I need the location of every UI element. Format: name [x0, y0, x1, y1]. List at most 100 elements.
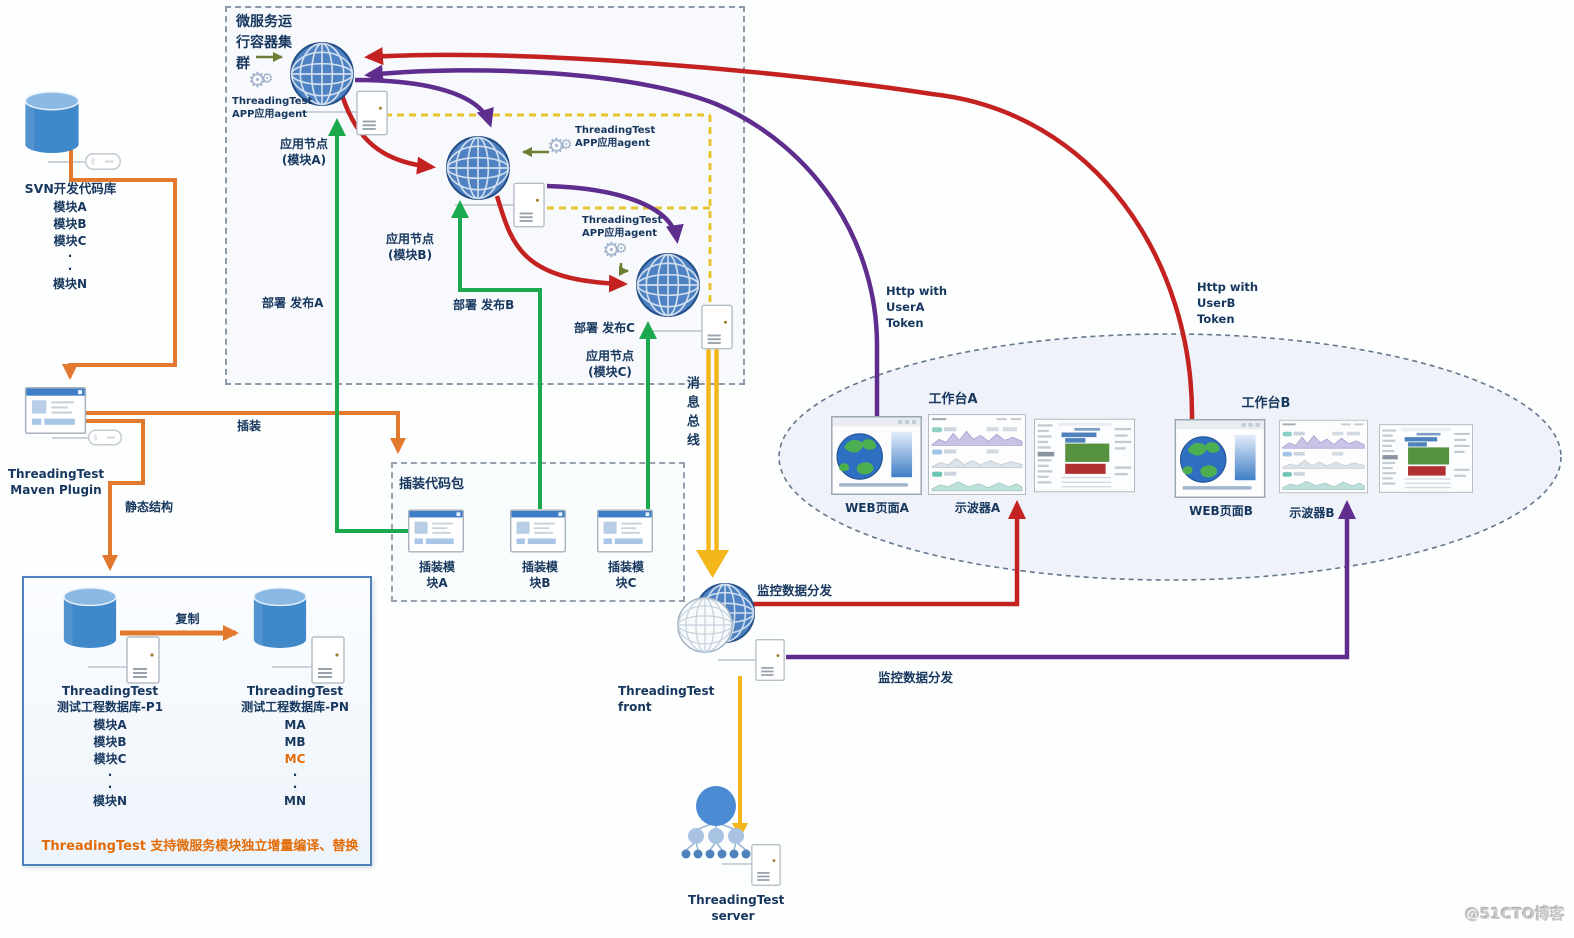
- node-a-label-1: 应用节点: [279, 137, 328, 151]
- deploy-b-arrow: [451, 200, 542, 509]
- workbench-ellipse: [778, 333, 1562, 581]
- pkg-item-b-1: 插装模: [521, 560, 558, 574]
- db-pn-title-1: ThreadingTest: [246, 684, 344, 698]
- web-page-a-window: [831, 416, 922, 495]
- web-page-a-label: WEB页面A: [845, 501, 909, 515]
- db-box-note: ThreadingTest 支持微服务模块独立增量编译、替换: [41, 839, 359, 854]
- pkg-item-c-2: 块C: [615, 576, 637, 590]
- oscilloscope-a-label: 示波器A: [954, 501, 1001, 515]
- front-globe-light: [676, 596, 734, 654]
- red-node-a-to-b: [339, 94, 436, 175]
- db-pn-module-highlight: MC: [284, 752, 306, 766]
- red-request-chain: [339, 47, 1195, 607]
- oscilloscope-b-label: 示波器B: [1289, 506, 1335, 520]
- pkg-item-a-2: 块A: [426, 576, 448, 590]
- app-node-c-globe: [635, 252, 701, 318]
- watermark: @51CTO博客: [1465, 905, 1565, 923]
- svn-module-a: 模块A: [53, 200, 87, 214]
- instrumented-module-c-window: [597, 509, 653, 553]
- maven-plugin-window: [24, 387, 87, 434]
- svn-module-c: 模块C: [53, 234, 87, 248]
- web-page-b-label: WEB页面B: [1189, 504, 1253, 518]
- agent-b-label-2: APP应用agent: [575, 138, 650, 149]
- monitor-dispatch-to-scope-b: [786, 500, 1356, 660]
- front-label-2: front: [618, 700, 652, 714]
- agent-a-label-2: APP应用agent: [232, 109, 307, 120]
- node-a-label-2: (模块A): [281, 153, 327, 167]
- cluster-title-1: 微服务运: [236, 14, 292, 30]
- svn-to-maven-arrow: [62, 150, 177, 380]
- workbench-a-title: 工作台A: [928, 392, 978, 407]
- instrumented-module-b-window: [510, 509, 566, 553]
- http-userb-label-1: Http with: [1197, 280, 1259, 294]
- orange-flows: [62, 150, 406, 641]
- http-usera-curve: [364, 64, 880, 420]
- svn-repo-title: SVN开发代码库: [24, 181, 117, 196]
- server-label-1: ThreadingTest: [688, 893, 785, 907]
- http-userb-label-2: UserB: [1197, 296, 1236, 310]
- db-p1-title-2: 测试工程数据库-P1: [56, 700, 164, 714]
- front-server-icon: [755, 638, 785, 682]
- maven-connector-icon: [88, 429, 122, 446]
- pkg-item-c-1: 插装模: [607, 560, 644, 574]
- cluster-title-3: 群: [236, 56, 250, 72]
- maven-to-db-arrow: [86, 419, 145, 571]
- agent-monitor-dashed-lines: [385, 113, 712, 330]
- oscilloscope-a-window: [928, 414, 1026, 495]
- server-label-2: server: [711, 909, 755, 923]
- deploy-a-arrow: [328, 118, 408, 533]
- detail-view-b-window: [1379, 421, 1473, 496]
- maven-plugin-label-2: Maven Plugin: [10, 483, 102, 497]
- copy-edge-label: 复制: [175, 612, 200, 626]
- app-node-b-globe: [445, 135, 511, 201]
- agent-a-label-1: ThreadingTest: [232, 96, 313, 107]
- front-label-1: ThreadingTest: [618, 684, 715, 698]
- db-pn-title-2: 测试工程数据库-PN: [241, 700, 349, 714]
- test-db-pn-cylinder: [251, 586, 309, 650]
- instrumented-module-a-window: [408, 509, 464, 553]
- package-box-title: 插装代码包: [399, 477, 465, 492]
- db-pn-module: MB: [284, 735, 306, 749]
- node-c-label-1: 应用节点: [585, 349, 634, 363]
- web-page-b-window: [1174, 419, 1266, 498]
- agent-c-label-1: ThreadingTest: [582, 215, 663, 226]
- svn-dots: ·: [67, 249, 73, 263]
- db-pn-module: MA: [284, 718, 306, 732]
- svn-connector-icon: [85, 153, 121, 170]
- http-usera-label-3: Token: [886, 316, 924, 330]
- http-userb-label-3: Token: [1197, 312, 1235, 326]
- agent-c-server-icon: [701, 303, 733, 351]
- svn-dots: ·: [67, 262, 73, 276]
- gears-icon-b: ⚙⚙: [547, 134, 573, 158]
- node-c-label-2: (模块C): [588, 365, 632, 379]
- db-pn-server-icon: [311, 636, 345, 684]
- db-p1-module: 模块A: [93, 718, 127, 732]
- svn-module-b: 模块B: [53, 217, 87, 231]
- svn-repo-cylinder: [21, 91, 83, 154]
- node-b-label-2: (模块B): [387, 248, 433, 262]
- agent-b-server-icon: [513, 182, 545, 228]
- monitor-dispatch-a-label: 监控数据分发: [757, 583, 833, 598]
- maven-to-package-arrow: [86, 411, 406, 454]
- monitor-dispatch-b-label: 监控数据分发: [878, 670, 954, 685]
- db-p1-title-1: ThreadingTest: [61, 684, 159, 698]
- server-doc-icon: [751, 843, 781, 887]
- deploy-b-label: 部署 发布B: [453, 298, 515, 312]
- svn-module-n: 模块N: [52, 277, 88, 291]
- db-p1-server-icon: [126, 636, 160, 684]
- static-structure-label: 静态结构: [125, 500, 174, 514]
- instrument-edge-label: 插装: [237, 419, 262, 433]
- deploy-flows: [328, 118, 657, 533]
- agent-attach-arrows: [256, 52, 629, 276]
- db-p1-dots: ·: [107, 768, 113, 782]
- server-cluster-tree-icon: [678, 784, 756, 864]
- maven-plugin-label-1: ThreadingTest: [7, 467, 105, 481]
- db-pn-dots: ·: [292, 768, 298, 782]
- agent-a-server-icon: [356, 90, 388, 136]
- http-usera-label-2: UserA: [886, 300, 925, 314]
- gears-icon-a: ⚙⚙: [248, 68, 274, 92]
- http-usera-label-1: Http with: [886, 284, 948, 298]
- db-p1-module: 模块C: [93, 752, 127, 766]
